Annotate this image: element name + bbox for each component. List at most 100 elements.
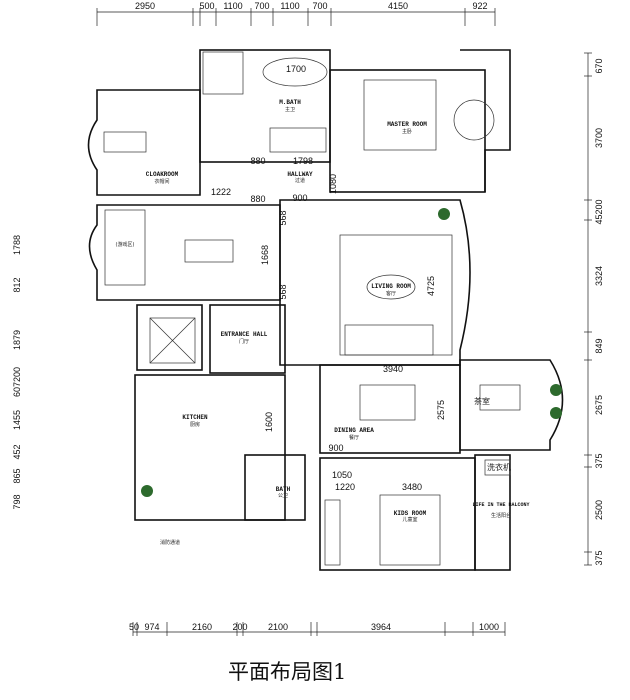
svg-text:LIVING ROOM: LIVING ROOM — [371, 283, 411, 290]
study-desk — [184, 239, 234, 263]
svg-text:4150: 4150 — [388, 1, 408, 11]
svg-text:568: 568 — [278, 210, 288, 225]
svg-text:700: 700 — [312, 1, 327, 11]
svg-text:3964: 3964 — [371, 622, 391, 632]
furniture — [103, 51, 562, 566]
round-rug — [453, 99, 495, 141]
svg-text:KIDS ROOM: KIDS ROOM — [394, 510, 427, 517]
svg-text:茶室: 茶室 — [474, 396, 490, 406]
plant — [438, 208, 450, 220]
svg-text:客厅: 客厅 — [386, 290, 396, 297]
washer — [484, 459, 511, 476]
svg-text:消防通道: 消防通道 — [160, 539, 180, 546]
plant — [550, 384, 562, 396]
master-bed — [363, 79, 437, 151]
svg-text:BATH: BATH — [276, 486, 291, 493]
svg-text:儿童室: 儿童室 — [402, 516, 417, 523]
svg-text:DINING AREA: DINING AREA — [334, 427, 374, 434]
svg-text:375: 375 — [594, 453, 604, 468]
shower — [202, 51, 244, 95]
svg-text:812: 812 — [12, 277, 22, 292]
svg-text:1788: 1788 — [12, 235, 22, 255]
svg-text:1080: 1080 — [328, 174, 338, 194]
plant — [550, 407, 562, 419]
dining-table — [359, 384, 416, 421]
svg-text:849: 849 — [594, 338, 604, 353]
svg-text:2100: 2100 — [268, 622, 288, 632]
svg-text:900: 900 — [292, 193, 307, 203]
svg-text:2675: 2675 — [594, 395, 604, 415]
svg-text:500: 500 — [199, 1, 214, 11]
svg-text:主卧: 主卧 — [402, 128, 412, 135]
svg-text:过道: 过道 — [295, 177, 305, 184]
svg-text:1879: 1879 — [12, 330, 22, 350]
svg-text:HALLWAY: HALLWAY — [287, 171, 313, 178]
svg-text:880: 880 — [250, 156, 265, 166]
svg-text:880: 880 — [250, 194, 265, 204]
svg-text:1668: 1668 — [260, 245, 270, 265]
svg-text:670: 670 — [594, 58, 604, 73]
inner-dimensions: 1700 880 1798 1080 1222 880 900 568 1668… — [211, 64, 446, 492]
svg-text:(游戏区): (游戏区) — [116, 241, 135, 248]
walls — [87, 49, 564, 571]
svg-text:568: 568 — [278, 284, 288, 299]
svg-text:900: 900 — [328, 443, 343, 453]
svg-text:M.BATH: M.BATH — [279, 99, 301, 106]
svg-text:餐厅: 餐厅 — [349, 434, 359, 441]
svg-text:CLOAKROOM: CLOAKROOM — [146, 171, 179, 178]
room-labels: M.BATH 主卫 MASTER ROOM 主卧 CLOAKROOM 衣帽间 H… — [116, 99, 530, 546]
svg-text:衣帽间: 衣帽间 — [154, 178, 169, 185]
svg-text:607200: 607200 — [12, 367, 22, 397]
elevator — [149, 317, 196, 364]
svg-text:MASTER ROOM: MASTER ROOM — [387, 121, 427, 128]
svg-text:3324: 3324 — [594, 266, 604, 286]
svg-text:洗衣机: 洗衣机 — [487, 462, 511, 472]
dimension-bottom: 50 974 2160 200 2100 3964 1000 — [129, 622, 506, 636]
svg-text:865: 865 — [12, 468, 22, 483]
svg-text:LIFE IN THE BALCONY: LIFE IN THE BALCONY — [472, 502, 529, 508]
svg-text:2575: 2575 — [436, 400, 446, 420]
svg-text:45200: 45200 — [594, 199, 604, 224]
desk — [103, 131, 147, 153]
svg-text:50: 50 — [129, 622, 139, 632]
svg-text:798: 798 — [12, 494, 22, 509]
svg-text:1222: 1222 — [211, 187, 231, 197]
svg-text:1100: 1100 — [280, 1, 299, 11]
svg-text:4725: 4725 — [426, 276, 436, 296]
svg-text:门厅: 门厅 — [239, 338, 249, 345]
kids-bed — [379, 494, 441, 566]
svg-text:1700: 1700 — [286, 64, 306, 74]
play-area — [104, 209, 146, 286]
tea-table — [479, 384, 521, 411]
svg-text:3940: 3940 — [383, 364, 403, 374]
wardrobe — [324, 499, 341, 566]
svg-text:1050: 1050 — [332, 470, 352, 480]
bathtub — [262, 57, 328, 87]
svg-text:2950: 2950 — [135, 1, 155, 11]
svg-text:2160: 2160 — [192, 622, 212, 632]
plant — [141, 485, 153, 497]
svg-text:主卫: 主卫 — [285, 106, 295, 113]
svg-text:厨房: 厨房 — [190, 421, 200, 428]
sofa — [344, 324, 434, 356]
dimension-top: 2950 500 1100 700 1100 700 4150 922 — [96, 1, 496, 26]
drawing-title: 平面布局图1 — [228, 660, 347, 684]
svg-text:1455: 1455 — [12, 410, 22, 430]
svg-text:ENTRANCE HALL: ENTRANCE HALL — [221, 331, 268, 338]
svg-text:1100: 1100 — [223, 1, 242, 11]
svg-text:1600: 1600 — [264, 412, 274, 432]
svg-text:700: 700 — [254, 1, 269, 11]
svg-text:922: 922 — [472, 1, 487, 11]
svg-text:3480: 3480 — [402, 482, 422, 492]
svg-text:生活阳台: 生活阳台 — [491, 512, 511, 519]
svg-text:公卫: 公卫 — [278, 493, 288, 499]
vanity — [269, 127, 327, 153]
svg-text:452: 452 — [12, 444, 22, 459]
dimension-left: 1788 812 1879 607200 1455 452 865 798 — [12, 235, 22, 510]
svg-text:375: 375 — [594, 550, 604, 565]
svg-text:3700: 3700 — [594, 128, 604, 148]
svg-text:1000: 1000 — [479, 622, 499, 632]
svg-text:2500: 2500 — [594, 500, 604, 520]
dimension-right: 670 3700 45200 3324 849 2675 375 2500 37… — [584, 52, 604, 566]
